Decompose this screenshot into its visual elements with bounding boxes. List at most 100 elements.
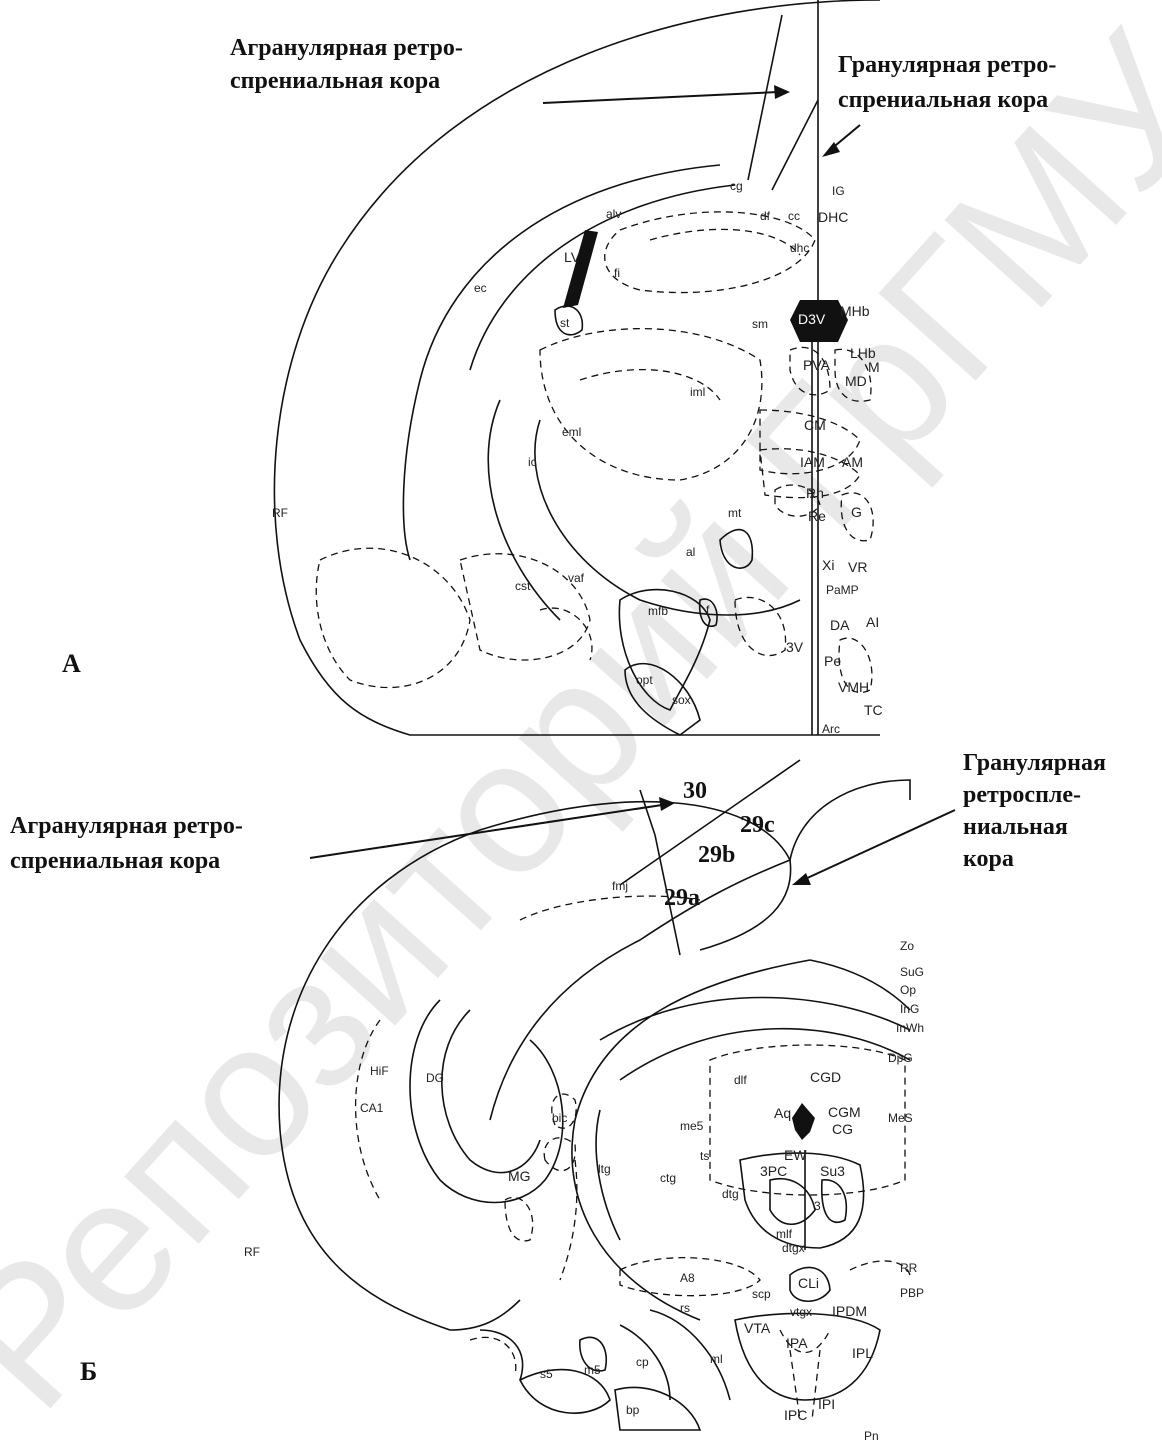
panel-a-struct-label: D3V (798, 311, 826, 327)
panel-a-struct-label: AI (866, 614, 879, 630)
panel-b-granular-label-line3: ниальная (963, 814, 1068, 840)
panel-b-struct-label: ts (700, 1149, 709, 1163)
panel-b-struct-label: bp (626, 1403, 640, 1417)
panel-a-struct-label: Pe (824, 653, 841, 669)
panel-b-struct-label: m5 (584, 1363, 601, 1377)
panel-b-struct-label: CA1 (360, 1101, 384, 1115)
panel-b-struct-label: IPI (818, 1396, 835, 1412)
panel-b-granular-label-line2: ретроспле- (963, 782, 1081, 808)
panel-a-struct-label: MHb (840, 303, 870, 319)
panel-a-struct-label: Rh (806, 485, 824, 501)
panel-a-agranular-label-line1: Агранулярная ретро- (230, 35, 463, 61)
panel-b-struct-label: InG (900, 1002, 919, 1016)
panel-a-struct-label: LV (564, 249, 581, 265)
panel-b-struct-label: scp (752, 1287, 771, 1301)
panel-b-struct-label: DG (426, 1071, 444, 1085)
panel-a-letter: А (62, 649, 81, 678)
panel-b-struct-label: MeS (888, 1111, 913, 1125)
panel-b-granular-label-line4: кора (963, 846, 1014, 872)
panel-a-struct-label: mfb (648, 604, 668, 618)
panel-a-granular-label-line2: спрениальная кора (838, 87, 1048, 113)
panel-a-struct-label: ec (474, 281, 487, 295)
panel-a-struct-label: mt (728, 506, 742, 520)
panel-b-struct-label: MG (508, 1168, 531, 1184)
panel-b (279, 760, 910, 1430)
panel-b-struct-label: 3 (814, 1199, 821, 1213)
panel-b-granular-arrow (803, 810, 955, 880)
panel-a-struct-label: cg (730, 179, 743, 193)
panel-a-arrows (543, 85, 860, 157)
panel-a-rs-boundary-2 (772, 100, 818, 190)
panel-a (274, 0, 880, 735)
panel-b-struct-label: dtg (722, 1187, 739, 1201)
panel-b-struct-label: InWh (896, 1021, 924, 1035)
panel-b-struct-label: EW (784, 1147, 807, 1163)
panel-a-agranular-arrow (543, 92, 778, 103)
panel-a-struct-label: VR (848, 559, 867, 575)
panel-a-struct-label: CM (804, 417, 826, 433)
panel-a-struct-label: DA (830, 617, 850, 633)
panel-b-struct-label: me5 (680, 1119, 704, 1133)
panel-b-struct-label: mlf (776, 1227, 793, 1241)
panel-a-struct-label: DHC (818, 209, 848, 225)
panel-a-granular-label-line1: Гранулярная ретро- (838, 52, 1056, 78)
panel-b-struct-label: SuG (900, 965, 924, 979)
panel-b-struct-label: CGM (828, 1104, 861, 1120)
panel-a-struct-label: M (868, 359, 880, 375)
panel-b-struct-label: CGD (810, 1069, 841, 1085)
panel-b-cortex-outline (279, 802, 790, 1330)
panel-a-struct-label: ic (528, 455, 537, 469)
panel-a-struct-label: st (560, 316, 570, 330)
panel-b-struct-label: A8 (680, 1271, 695, 1285)
panel-b-structure-labels: fmj Zo SuG Op InG InWh DpG HiF DG dlf CG… (244, 879, 924, 1443)
panel-a-struct-label: RF (272, 506, 288, 520)
panel-a-struct-label: PaMP (826, 583, 859, 597)
panel-a-struct-label: 3V (786, 639, 804, 655)
panel-b-struct-label: ml (710, 1352, 723, 1366)
panel-b-struct-label: PBP (900, 1286, 924, 1300)
panel-a-struct-label: Arc (822, 722, 840, 736)
panel-b-struct-label: dtgx (782, 1241, 805, 1255)
panel-a-struct-label: al (686, 545, 695, 559)
panel-b-struct-label: dlf (734, 1073, 747, 1087)
panel-a-struct-label: cst (515, 579, 531, 593)
panel-a-struct-label: VMH (838, 679, 869, 695)
panel-b-area-labels: 30 29c 29b 29a (664, 778, 775, 911)
panel-b-struct-label: ctg (660, 1171, 676, 1185)
panel-a-struct-label: opt (636, 673, 653, 687)
panel-a-struct-label: IAM (800, 454, 825, 470)
panel-a-struct-label: G (851, 504, 862, 520)
panel-b-struct-label: rs (680, 1301, 690, 1315)
panel-a-struct-label: alv (606, 207, 621, 221)
panel-a-hippocampus (605, 212, 815, 293)
area-label-29c: 29c (740, 812, 775, 838)
panel-b-arrows (310, 797, 955, 885)
area-label-29b: 29b (698, 842, 735, 868)
panel-a-structure-labels: cg IG df cc DHC alv LV fi dhc ec st sm D… (272, 179, 883, 736)
panel-b-granular-label-line1: Гранулярная (963, 750, 1106, 776)
panel-a-struct-label: Xi (822, 557, 834, 573)
panel-b-struct-label: Pn (864, 1429, 879, 1443)
panel-b-medial-edge (700, 860, 791, 950)
panel-b-struct-label: fmj (612, 879, 628, 893)
panel-b-struct-label: bic (552, 1111, 567, 1125)
panel-a-struct-label: df (760, 209, 771, 223)
panel-b-struct-label: Aq (774, 1105, 791, 1121)
panel-b-agranular-label-line1: Агранулярная ретро- (10, 813, 243, 839)
panel-b-struct-label: HiF (370, 1064, 389, 1078)
panel-b-right-hemisphere (790, 780, 910, 860)
panel-a-struct-label: vaf (568, 571, 585, 585)
panel-b-aqueduct (792, 1103, 815, 1140)
panel-a-struct-label: IG (832, 184, 845, 198)
panel-b-struct-label: IPC (784, 1407, 807, 1423)
panel-a-struct-label: PVA (803, 357, 831, 373)
panel-a-struct-label: Re (808, 508, 826, 524)
panel-a-agranular-label-line2: спрениальная кора (230, 68, 440, 94)
panel-b-agranular-arrow (310, 805, 662, 858)
panel-b-struct-label: CG (832, 1121, 853, 1137)
panel-a-struct-label: TC (864, 702, 883, 718)
area-label-30: 30 (683, 778, 707, 804)
panel-b-struct-label: IPDM (832, 1303, 867, 1319)
panel-b-struct-label: RR (900, 1261, 918, 1275)
